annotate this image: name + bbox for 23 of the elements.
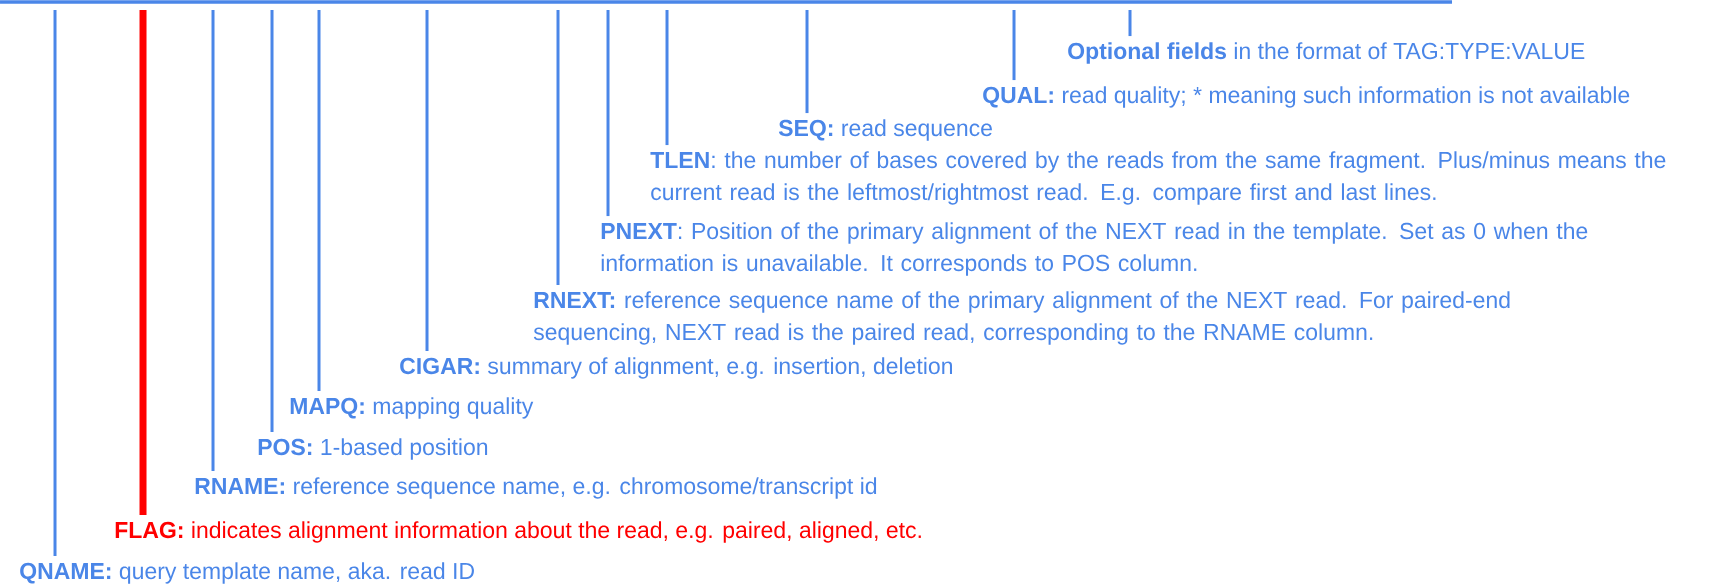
leader-line [556,10,560,286]
leader-line [1012,10,1016,81]
field-description: QUAL: read quality; * meaning such information is not available [983,86,1630,108]
leader-line [425,10,429,352]
field-description: PNEXT: Position of the primary alignment of the NEXT read in the template. Set as 0 when the information is unavailable. It corresponds to POS column. [601,222,1588,276]
field-description: TLEN: the number of bases covered by the reads from the same fragment. Plus/minus means the current read is the leftmost/rightmost read. E.g. compare first and last lines. [650,151,1666,205]
leader-line [211,10,215,472]
field-description: CIGAR: summary of alignment, e.g. insertion, deletion [400,357,952,379]
leader-line [805,10,809,114]
leader-line [317,10,321,392]
leader-line [53,10,57,557]
field-description: MAPQ: mapping quality [290,397,534,419]
leader-line [665,10,669,146]
leader-line [1128,10,1132,37]
field-description: Optional fields in the format of TAG:TYPE:VALUE [1068,42,1585,64]
field-description: RNEXT: reference sequence name of the primary alignment of the NEXT read. For paired-end sequencing, NEXT read is the paired read, corresponding to the RNAME column. [533,291,1510,345]
leader-line [606,10,610,217]
leader-line [270,10,274,433]
field-description: RNAME: reference sequence name, e.g. chromosome/transcript id [195,477,877,499]
field-description: POS: 1-based position [258,438,488,460]
field-description: SEQ: read sequence [778,119,992,141]
field-description: FLAG: indicates alignment information about the read, e.g. paired, aligned, etc. [115,521,921,543]
field-description: QNAME: query template name, aka. read ID [20,562,474,584]
